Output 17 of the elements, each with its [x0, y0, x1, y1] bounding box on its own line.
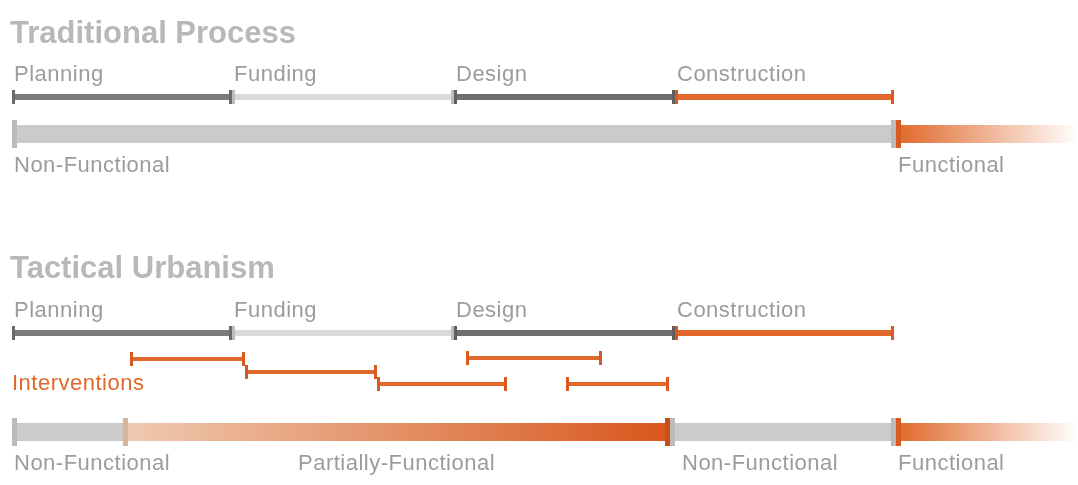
status-label: Functional	[898, 152, 1005, 178]
phase-label: Construction	[677, 61, 807, 87]
phase-label: Construction	[677, 297, 807, 323]
phase-label: Design	[456, 61, 528, 87]
phase-label: Funding	[234, 61, 317, 87]
status-label: Functional	[898, 450, 1005, 476]
section-heading: Tactical Urbanism	[10, 251, 275, 285]
section-heading: Traditional Process	[10, 16, 296, 50]
phase-label: Funding	[234, 297, 317, 323]
phase-label: Planning	[14, 297, 104, 323]
status-label: Non-Functional	[14, 152, 171, 178]
series-label: Interventions	[12, 370, 145, 396]
status-label: Non-Functional	[682, 450, 839, 476]
status-label: Partially-Functional	[298, 450, 496, 476]
phase-label: Design	[456, 297, 528, 323]
phase-label: Planning	[14, 61, 104, 87]
status-label: Non-Functional	[14, 450, 171, 476]
